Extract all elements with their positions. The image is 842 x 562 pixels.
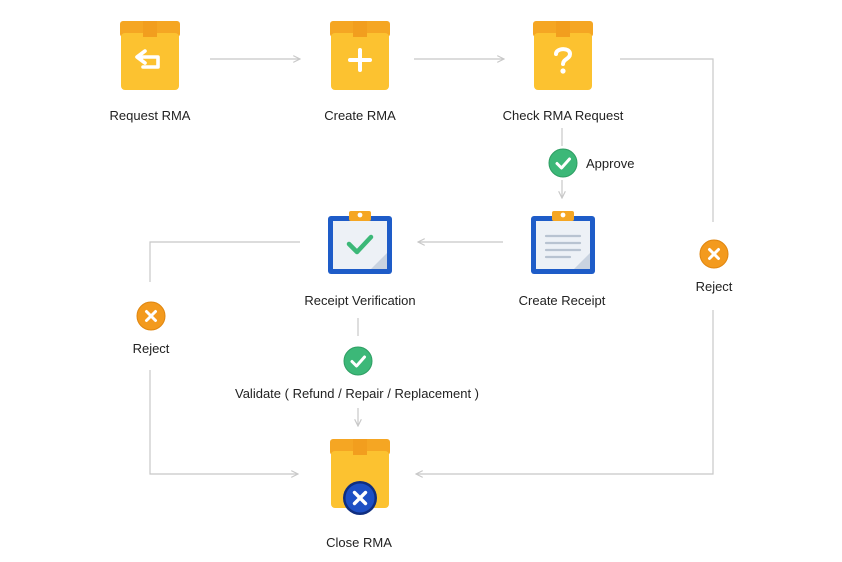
check-circle-icon (548, 148, 578, 178)
question-box-icon (533, 21, 593, 90)
validate-check-circle-icon (343, 346, 373, 376)
reject-right-x-circle-icon (699, 239, 729, 269)
node-label-check-rma-request: Check RMA Request (502, 108, 624, 123)
edge-reject-left-to-close (149, 370, 298, 474)
edge-check-reject-right-top (620, 58, 714, 222)
plus-box-icon (330, 21, 390, 90)
edge-label-validate: Validate ( Refund / Repair / Replacement… (235, 386, 479, 401)
node-label-request-rma: Request RMA (109, 108, 191, 123)
edge-label-approve: Approve (586, 156, 635, 171)
node-label-create-receipt: Create Receipt (518, 293, 606, 308)
node-label-receipt-verification: Receipt Verification (304, 293, 416, 308)
reject-left-x-circle-icon (136, 301, 166, 331)
close-box-icon (330, 439, 390, 515)
return-arrow-box-icon (120, 21, 180, 90)
edge-label-reject-left: Reject (132, 341, 170, 356)
edge-label-reject-right: Reject (695, 279, 733, 294)
checked-clipboard-icon (328, 211, 392, 274)
edge-reject-right-to-close (416, 310, 714, 474)
receipt-clipboard-icon (531, 211, 595, 274)
node-label-create-rma: Create RMA (324, 108, 396, 123)
edge-verification-reject-left-top (149, 241, 300, 282)
node-label-close-rma: Close RMA (326, 535, 392, 550)
